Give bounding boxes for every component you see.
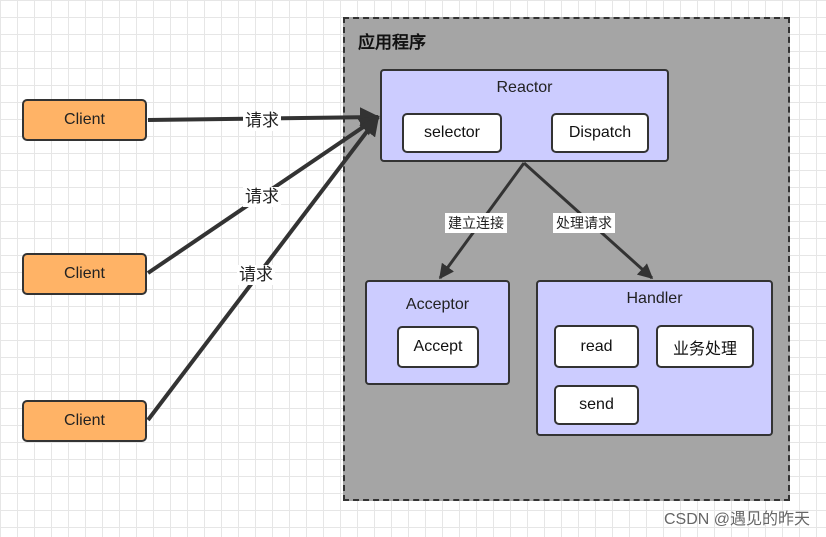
send-box: send — [554, 385, 639, 425]
edge-label-request-2: 请求 — [243, 187, 281, 207]
client-node-1: Client — [22, 99, 147, 141]
client-node-2: Client — [22, 253, 147, 295]
watermark: CSDN @遇见的昨天 — [663, 511, 810, 528]
handler-title: Handler — [626, 290, 683, 307]
client-node-3: Client — [22, 400, 147, 442]
selector-box: selector — [402, 113, 502, 153]
business-processing-box: 业务处理 — [656, 325, 754, 368]
accept-box: Accept — [397, 326, 479, 368]
read-box: read — [554, 325, 639, 368]
application-title: 应用程序 — [358, 33, 426, 52]
edge-label-establish-connection: 建立连接 — [445, 213, 507, 233]
dispatch-box: Dispatch — [551, 113, 649, 153]
edge-label-request-1: 请求 — [243, 111, 281, 131]
edge-label-request-3: 请求 — [237, 265, 275, 285]
edge-label-process-request: 处理请求 — [553, 213, 615, 233]
acceptor-title: Acceptor — [405, 296, 470, 313]
reactor-title: Reactor — [496, 79, 553, 96]
